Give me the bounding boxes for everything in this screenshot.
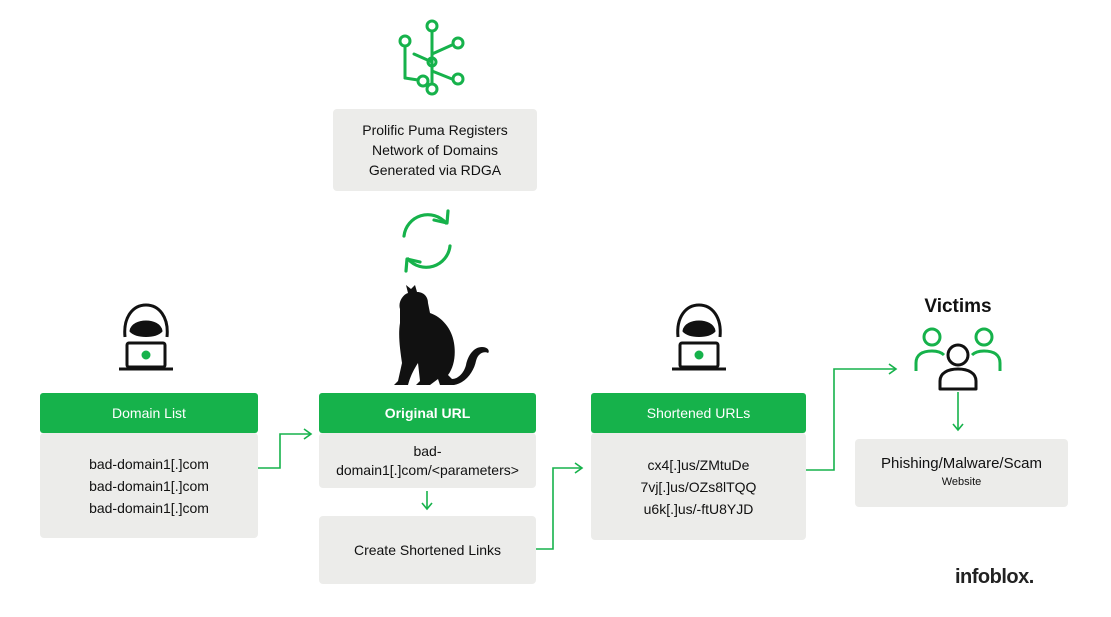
- registration-line-1: Prolific Puma Registers: [362, 122, 508, 138]
- domain-item: bad-domain1[.]com: [89, 499, 209, 516]
- arrow-domainlist-to-original: [258, 433, 310, 469]
- registration-line-2: Network of Domains: [371, 142, 499, 158]
- shortened-urls-title: Shortened URLs: [646, 405, 751, 421]
- original-url-title: Original URL: [384, 405, 471, 421]
- domain-list-box: bad-domain1[.]com bad-domain1[.]com bad-…: [40, 433, 258, 538]
- network-tree-icon: [398, 19, 465, 96]
- arrowhead: [888, 363, 898, 375]
- arrowhead: [952, 423, 964, 432]
- victims-title: Victims: [924, 296, 992, 317]
- hacker-icon: [672, 303, 726, 371]
- arrowhead: [303, 428, 313, 440]
- domain-item: bad-domain1[.]com: [89, 455, 209, 472]
- original-url-line-2: domain1[.]com/<parameters>: [336, 461, 519, 478]
- shortened-urls-header: Shortened URLs: [591, 393, 806, 433]
- arrowhead: [421, 502, 433, 511]
- registration-line-3: Generated via RDGA: [368, 162, 502, 178]
- original-url-box: bad- domain1[.]com/<parameters>: [319, 433, 536, 488]
- victims-group-icon: [914, 327, 1002, 391]
- destination-line-1: Phishing/Malware/Scam: [881, 455, 1042, 472]
- arrow-create-to-shortened: [536, 467, 581, 550]
- arrow-shortened-to-victims: [806, 368, 895, 471]
- infoblox-logo: infoblox.: [955, 566, 1034, 588]
- puma-icon: [394, 285, 489, 385]
- create-links-label: Create Shortened Links: [353, 542, 502, 558]
- create-links-box: Create Shortened Links: [319, 516, 536, 584]
- shortened-url-item: u6k[.]us/-ftU8YJD: [643, 500, 754, 517]
- hacker-icon: [119, 303, 173, 371]
- arrowhead: [574, 462, 584, 474]
- domain-list-header: Domain List: [40, 393, 258, 433]
- shortened-url-item: 7vj[.]us/OZs8lTQQ: [640, 478, 757, 495]
- shortened-urls-box: cx4[.]us/ZMtuDe 7vj[.]us/OZs8lTQQ u6k[.]…: [591, 433, 806, 540]
- destination-box: Phishing/Malware/Scam Website: [855, 439, 1068, 507]
- original-url-header: Original URL: [319, 393, 536, 433]
- shortened-url-item: cx4[.]us/ZMtuDe: [647, 456, 750, 473]
- original-url-line-1: bad-: [413, 442, 442, 459]
- destination-line-2: Website: [941, 476, 982, 488]
- domain-list-title: Domain List: [112, 405, 186, 421]
- domain-item: bad-domain1[.]com: [89, 477, 209, 494]
- registration-box: Prolific Puma Registers Network of Domai…: [333, 109, 537, 191]
- refresh-cycle-icon: [402, 209, 452, 273]
